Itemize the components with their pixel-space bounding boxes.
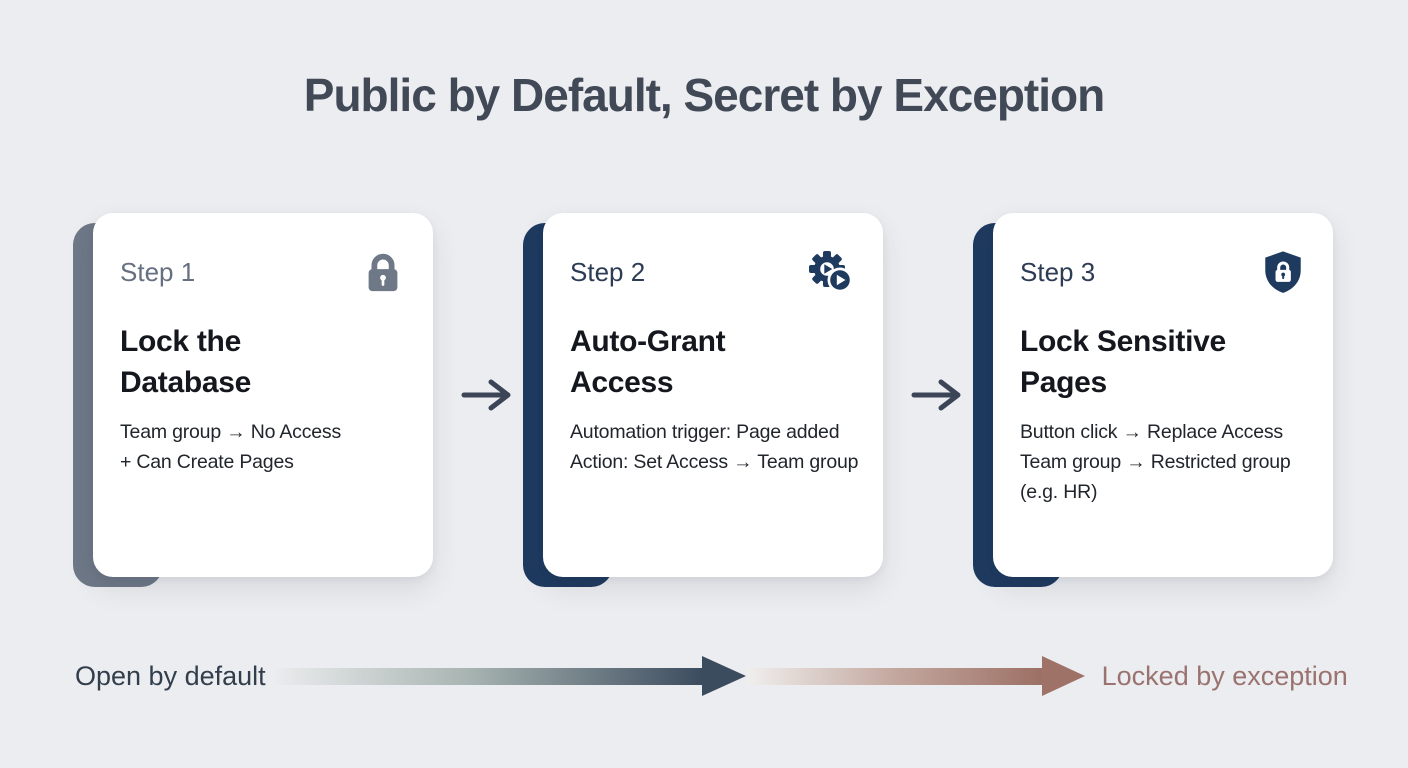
steps-row: Step 1 Lock the Database Team group → No… (73, 213, 1333, 587)
arrow-right-icon (433, 213, 543, 577)
step-body: Team group → No Access + Can Create Page… (120, 421, 342, 473)
spectrum-label-open: Open by default (75, 660, 266, 691)
arrow-right-icon (883, 213, 993, 577)
shield-lock-icon (1260, 249, 1306, 300)
gradient-arrow-locked-icon (745, 656, 1085, 696)
page-title: Public by Default, Secret by Exception (303, 69, 1105, 121)
step-title: Auto-Grant Access (570, 325, 726, 399)
step-label: Step 3 (1020, 257, 1096, 287)
spectrum-row: Open by default Locked by exception (75, 650, 1348, 702)
step-card-1: Step 1 Lock the Database Team group → No… (73, 213, 433, 587)
gradient-arrow-open-icon (266, 656, 746, 696)
step-card-3: Step 3 Lock Sensitive Pages Button click… (973, 213, 1333, 587)
step-body: Button click → Replace Access Team group… (1020, 421, 1291, 503)
step-body: Automation trigger: Page added Action: S… (570, 421, 859, 473)
automation-gear-icon (806, 249, 856, 302)
step-label: Step 1 (120, 257, 196, 287)
lock-icon (360, 249, 406, 300)
step-card-2: Step 2 (523, 213, 883, 587)
step-title: Lock Sensitive Pages (1020, 325, 1226, 399)
spectrum-label-locked: Locked by exception (1101, 660, 1348, 691)
step-title: Lock the Database (120, 325, 252, 399)
step-label: Step 2 (570, 257, 646, 287)
